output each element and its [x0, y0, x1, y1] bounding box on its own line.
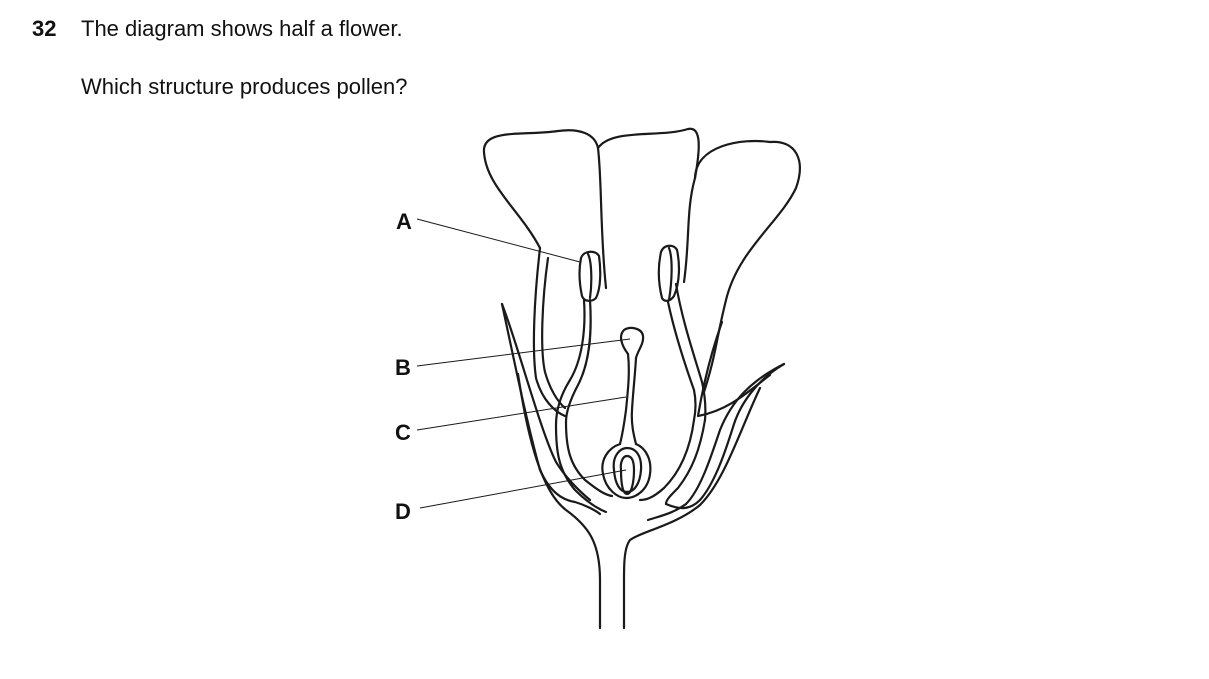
leader-line-a [416, 218, 581, 263]
label-d: D [395, 499, 411, 524]
anther-a-inner [586, 252, 593, 300]
anther-right-inner [667, 246, 673, 302]
question-text: The diagram shows half a flower. [81, 16, 403, 41]
anther-a [578, 250, 602, 302]
petal-middle [596, 127, 700, 284]
receptacle-right-inner [664, 418, 707, 506]
leader-line-b [416, 338, 631, 367]
ovary-outer [601, 442, 652, 500]
leader-line-d [419, 469, 627, 509]
style-c-right [630, 356, 638, 446]
style-c [618, 352, 630, 446]
label-c: C [395, 420, 411, 445]
stamen-left-filament [554, 298, 586, 427]
question-number: 32 [32, 16, 57, 41]
petal-base-left [532, 246, 567, 418]
stamen-right-filament-inner [674, 282, 707, 422]
receptacle-left-outer [554, 423, 608, 514]
petal-base-right [696, 320, 772, 418]
ovule-d [619, 454, 636, 496]
stamen-left-filament-inner [564, 298, 592, 424]
leader-line-c [416, 396, 627, 431]
stigma-b [619, 326, 645, 360]
stamen-right-filament [666, 300, 697, 422]
anther-right [657, 244, 681, 302]
stalk-right [622, 386, 762, 630]
ovary-wall [612, 446, 643, 494]
sepal-right-inner [664, 362, 786, 510]
stalk [516, 372, 602, 630]
label-a: A [396, 209, 412, 234]
receptacle-left-inner [564, 420, 614, 498]
question-prompt: Which structure produces pollen? [81, 74, 408, 99]
flower-outline [482, 127, 801, 630]
sepal-right [646, 362, 786, 522]
label-b: B [395, 355, 411, 380]
sepal-left-inner [500, 302, 592, 502]
receptacle-right-outer [638, 418, 696, 502]
petal-base-left-inner [541, 256, 567, 410]
petal-left [482, 129, 608, 290]
